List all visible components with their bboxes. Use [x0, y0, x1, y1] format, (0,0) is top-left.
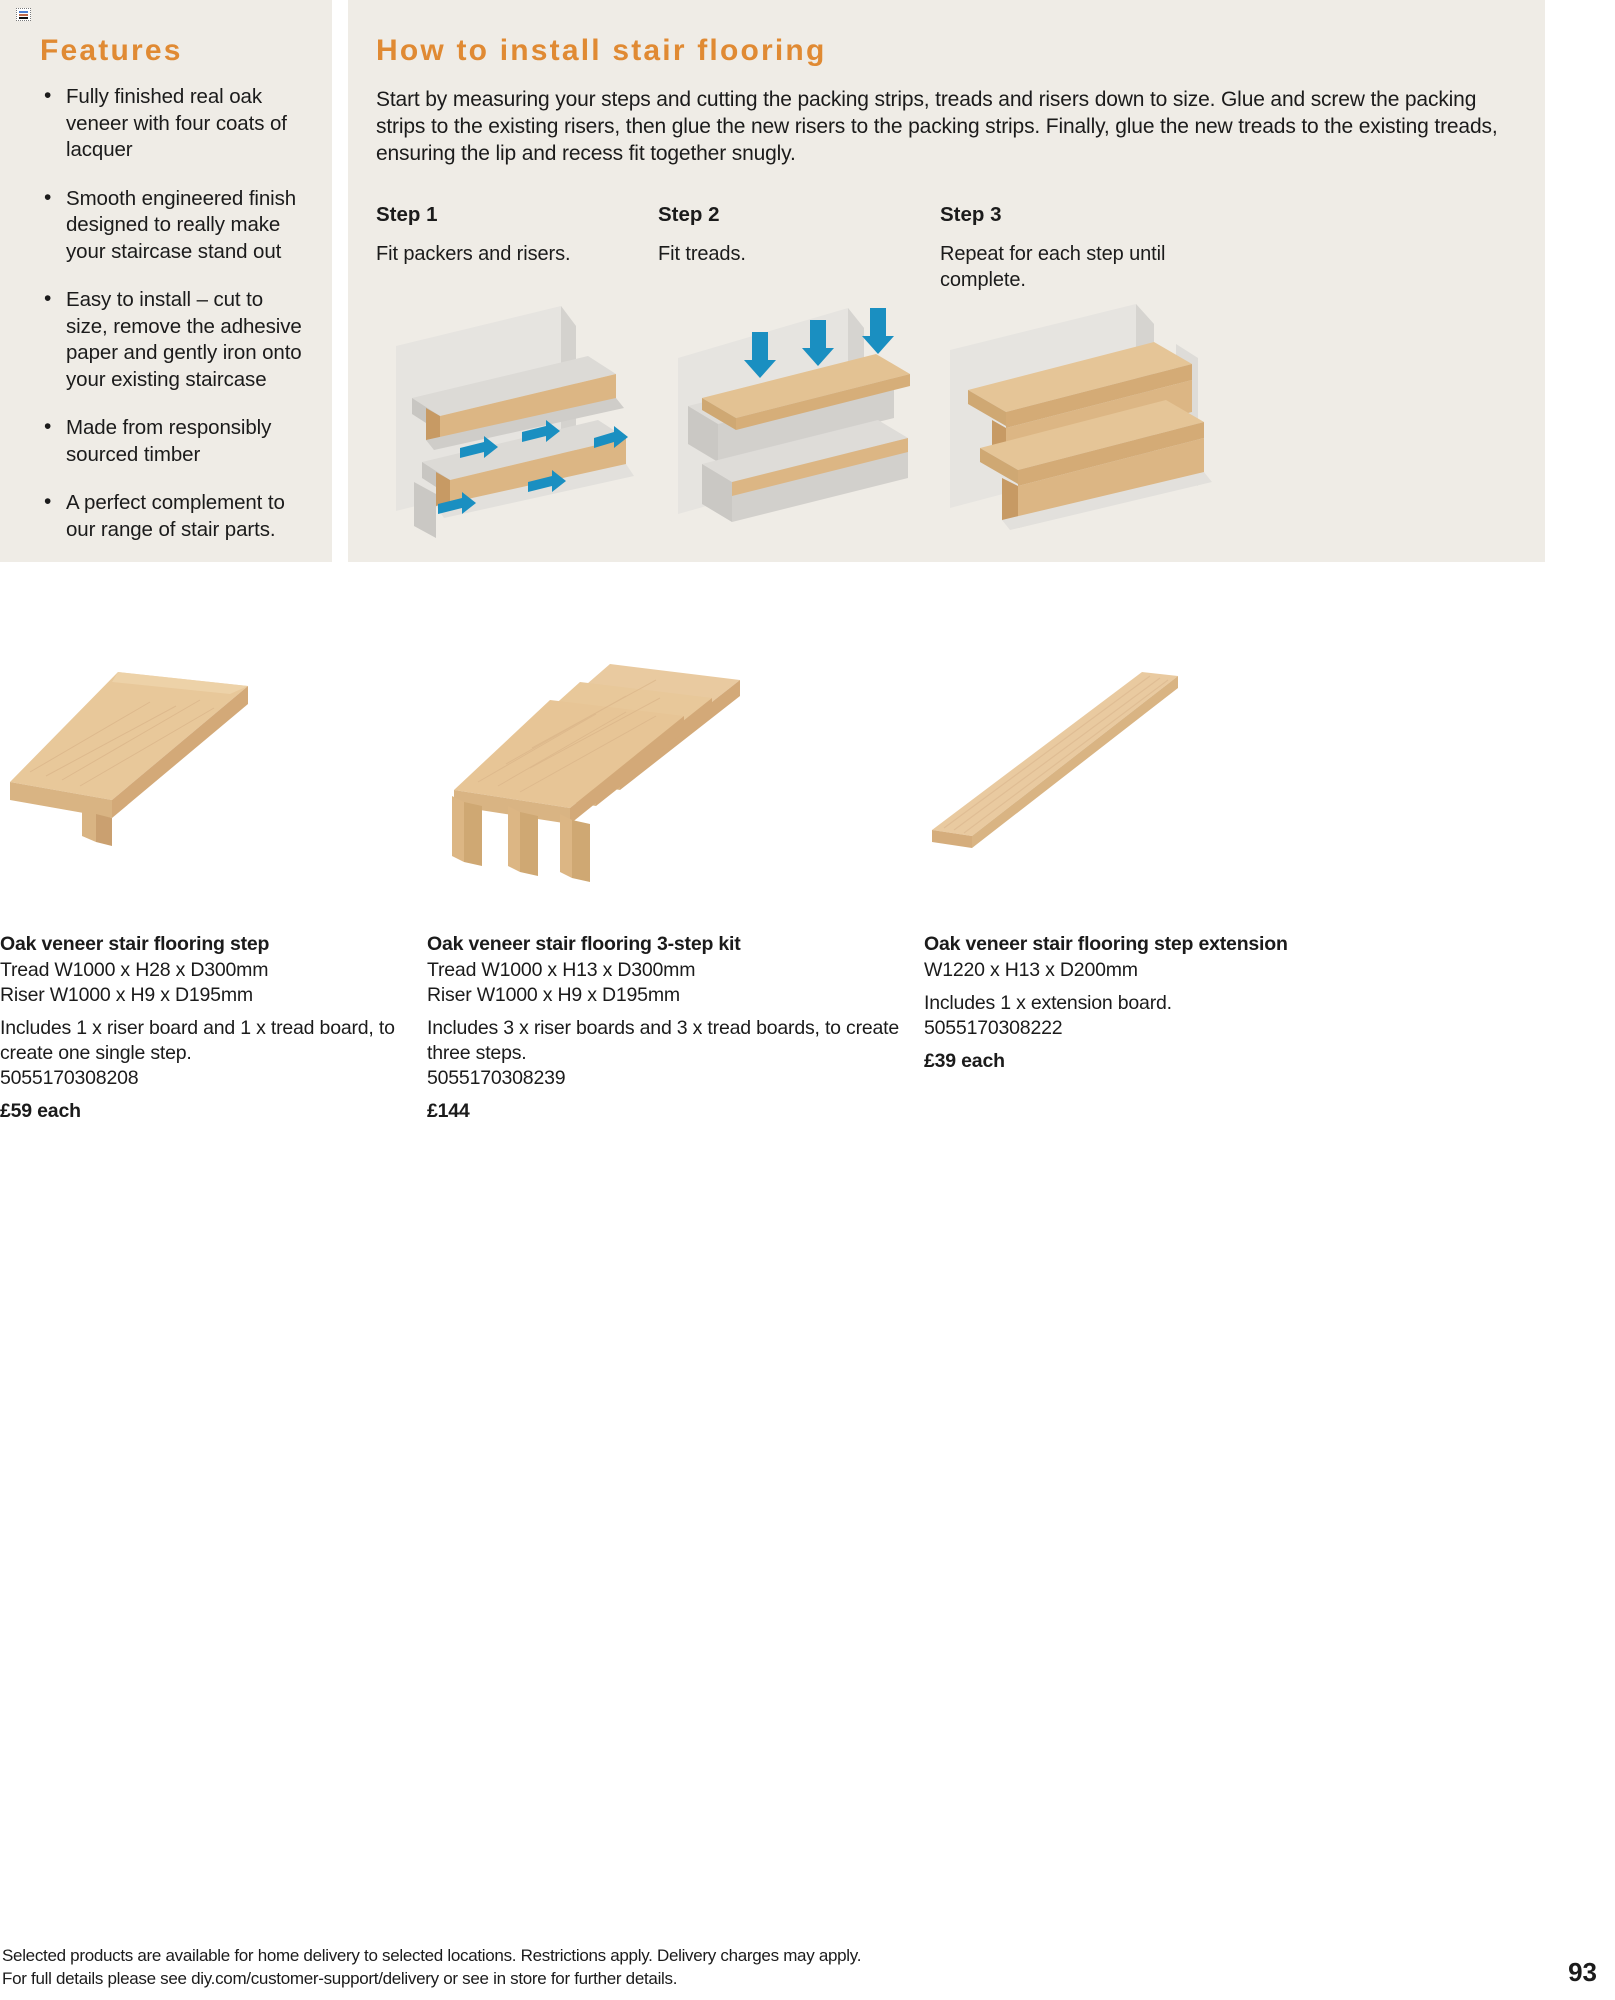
product-image-step-extension — [920, 650, 1520, 910]
list-item: Made from responsibly sourced timber — [40, 414, 308, 468]
product-image-step — [0, 650, 420, 910]
product-card[interactable]: Oak veneer stair flooring step extension… — [920, 650, 1520, 1123]
page-title: Features — [40, 34, 183, 67]
product-dimension-1: Tread W1000 x H13 x D300mm — [427, 959, 696, 981]
list-item: A perfect complement to our range of sta… — [40, 489, 308, 543]
step-2-description: Fit treads. — [658, 243, 746, 265]
product-text: Oak veneer stair flooring step extension… — [924, 932, 1520, 1073]
step-2-label: Step 2 — [658, 203, 720, 226]
product-price: £59 each — [0, 1100, 81, 1122]
product-name: Oak veneer stair flooring step — [0, 933, 270, 955]
page-number: 93 — [1568, 1957, 1597, 1987]
arrow-icon — [744, 308, 894, 378]
product-dimension-1: W1220 x H13 x D200mm — [924, 959, 1138, 981]
product-dimension-2: Riser W1000 x H9 x D195mm — [0, 984, 253, 1006]
product-grid: Oak veneer stair flooring step Tread W10… — [0, 650, 1545, 1123]
step-1-label: Step 1 — [376, 203, 438, 226]
product-includes: Includes 1 x riser board and 1 x tread b… — [0, 1017, 395, 1064]
product-dimension-2: Riser W1000 x H9 x D195mm — [427, 984, 680, 1006]
product-includes: Includes 3 x riser boards and 3 x tread … — [427, 1017, 900, 1064]
product-price: £39 each — [924, 1050, 1005, 1072]
product-code: 5055170308208 — [0, 1067, 139, 1089]
product-card[interactable]: Oak veneer stair flooring 3-step kit Tre… — [420, 650, 920, 1123]
howto-intro-text: Start by measuring your steps and cuttin… — [376, 88, 1498, 165]
step-3-description: Repeat for each step until complete. — [940, 243, 1166, 291]
product-text: Oak veneer stair flooring step Tread W10… — [0, 932, 420, 1123]
step-3-label: Step 3 — [940, 203, 1002, 226]
product-text: Oak veneer stair flooring 3-step kit Tre… — [427, 932, 920, 1123]
steps-row: Step 1 Fit packers and risers. Step 2 Fi… — [376, 203, 1519, 293]
list-item: Easy to install – cut to size, remove th… — [40, 286, 308, 393]
step-1: Step 1 Fit packers and risers. — [376, 203, 658, 293]
howto-panel: How to install stair flooring Start by m… — [348, 0, 1545, 562]
list-item: Smooth engineered finish designed to rea… — [40, 185, 308, 266]
footer-line-1: Selected products are available for home… — [2, 1946, 862, 1965]
product-card[interactable]: Oak veneer stair flooring step Tread W10… — [0, 650, 420, 1123]
product-name: Oak veneer stair flooring step extension — [924, 933, 1288, 955]
product-includes: Includes 1 x extension board. — [924, 992, 1172, 1014]
product-image-3-step-kit — [420, 650, 920, 910]
footer-line-2: For full details please see diy.com/cust… — [2, 1969, 678, 1988]
step-2-illustration — [658, 286, 940, 544]
broken-image-icon — [16, 8, 31, 21]
step-1-illustration — [376, 286, 658, 544]
list-item: Fully finished real oak veneer with four… — [40, 83, 308, 164]
howto-title: How to install stair flooring — [376, 34, 827, 67]
step-illustrations — [376, 286, 1526, 544]
step-3: Step 3 Repeat for each step until comple… — [940, 203, 1240, 293]
product-code: 5055170308239 — [427, 1067, 566, 1089]
product-price: £144 — [427, 1100, 470, 1122]
top-panels: Features Fully finished real oak veneer … — [0, 0, 1545, 562]
step-3-illustration — [940, 286, 1240, 544]
product-dimension-1: Tread W1000 x H28 x D300mm — [0, 959, 269, 981]
step-2: Step 2 Fit treads. — [658, 203, 940, 293]
step-1-description: Fit packers and risers. — [376, 243, 571, 265]
arrow-icon — [438, 420, 628, 514]
features-panel: Features Fully finished real oak veneer … — [0, 0, 332, 562]
footer: Selected products are available for home… — [0, 1944, 1615, 1990]
product-name: Oak veneer stair flooring 3-step kit — [427, 933, 741, 955]
product-code: 5055170308222 — [924, 1017, 1063, 1039]
features-list: Fully finished real oak veneer with four… — [40, 83, 308, 543]
